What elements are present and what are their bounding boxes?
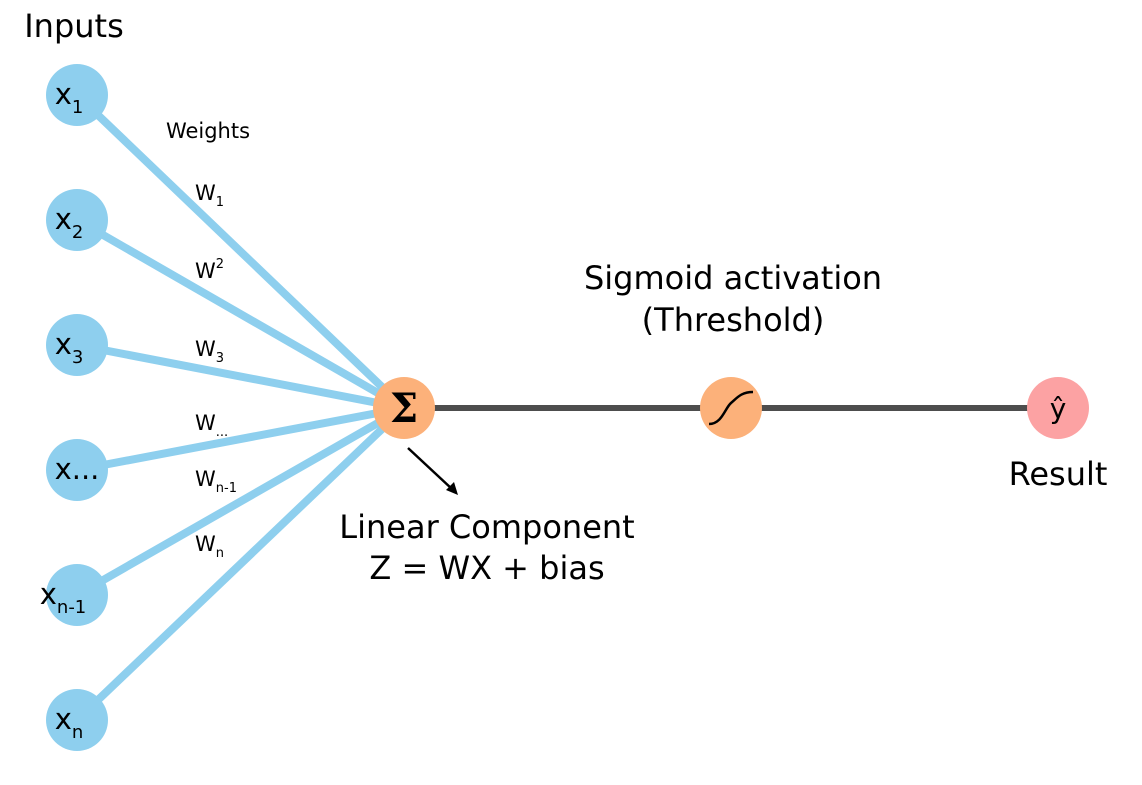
weights-title: Weights <box>166 119 250 143</box>
weight-line <box>75 404 406 599</box>
weight-line <box>74 92 407 411</box>
activation-node <box>700 377 762 439</box>
weight-line <box>76 341 405 412</box>
linear-component-arrow <box>407 447 458 495</box>
input-node: x... <box>46 439 108 501</box>
input-node: xn <box>46 689 108 751</box>
inputs-title: Inputs <box>24 7 124 45</box>
sum-node: Σ <box>373 377 435 439</box>
input-node: x2 <box>46 189 108 251</box>
weight-label: W1 <box>195 181 224 210</box>
weight-label: Wn <box>195 532 224 561</box>
weight-label: W3 <box>195 337 224 366</box>
input-node: x3 <box>46 314 108 376</box>
sigmoid-curve-icon <box>708 390 754 426</box>
linear-component-formula: Z = WX + bias <box>369 549 604 587</box>
weight-line <box>76 404 405 474</box>
output-symbol: ŷ <box>1050 392 1067 425</box>
activation-sublabel: (Threshold) <box>642 301 825 339</box>
input-nodes: x1 x2 x3 x... xn-1 xn <box>40 64 108 751</box>
input-label: xn-1 <box>40 577 87 618</box>
input-label: xn <box>55 702 84 743</box>
result-label: Result <box>1009 455 1108 493</box>
input-label: x1 <box>55 77 84 118</box>
input-node: x1 <box>46 64 108 126</box>
input-node: xn-1 <box>40 564 108 626</box>
linear-component-label: Linear Component <box>339 508 634 546</box>
weight-label: W... <box>195 411 228 440</box>
input-label: x2 <box>55 202 84 243</box>
input-label: x... <box>55 452 100 486</box>
weight-line <box>74 405 407 723</box>
input-label: x3 <box>55 327 84 368</box>
weight-label: W2 <box>195 257 224 283</box>
weight-lines <box>74 92 407 723</box>
activation-label: Sigmoid activation <box>584 259 882 297</box>
weight-label: Wn-1 <box>195 467 237 496</box>
weight-line <box>75 216 406 412</box>
output-node: ŷ <box>1027 377 1089 439</box>
sigma-icon: Σ <box>390 385 418 432</box>
